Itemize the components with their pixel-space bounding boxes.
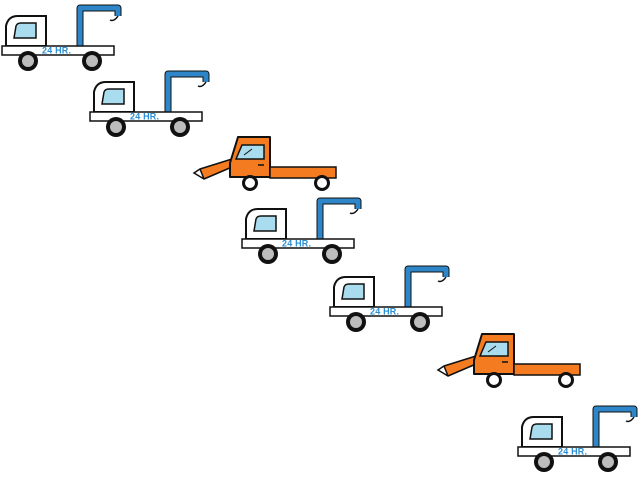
- tow-truck: 24 HR.: [328, 265, 450, 333]
- flatbed-truck-drawing: [192, 136, 337, 191]
- truck-bed-icon: [513, 363, 581, 376]
- wheel-icon: [598, 452, 618, 472]
- ramp-icon: [192, 158, 233, 180]
- crane-boom-icon: [592, 405, 638, 447]
- tow-truck: 24 HR.: [516, 405, 638, 473]
- tow-truck: 24 HR.: [0, 4, 122, 72]
- truck-bed-icon: [517, 446, 631, 457]
- truck-sign-text: 24 HR.: [370, 307, 399, 317]
- wheel-icon: [82, 51, 102, 71]
- flatbed-truck: [436, 330, 584, 392]
- tow-truck-drawing: 24 HR.: [89, 70, 210, 137]
- flatbed-truck-drawing: [436, 333, 581, 388]
- wheel-icon: [314, 175, 330, 191]
- truck-bed-icon: [1, 45, 115, 56]
- wheel-icon: [18, 51, 38, 71]
- cab-icon: [521, 416, 563, 448]
- truck-sign-text: 24 HR.: [130, 112, 159, 122]
- tow-truck: 24 HR.: [88, 70, 210, 138]
- cab-icon: [93, 81, 135, 113]
- wheel-icon: [558, 372, 574, 388]
- crane-boom-icon: [404, 265, 450, 307]
- cab-icon: [473, 333, 515, 375]
- wheel-icon: [170, 117, 190, 137]
- tow-truck: 24 HR.: [240, 197, 362, 265]
- wheel-icon: [410, 312, 430, 332]
- wheel-icon: [486, 372, 502, 388]
- truck-bed-icon: [89, 111, 203, 122]
- wheel-icon: [242, 175, 258, 191]
- cab-icon: [245, 208, 287, 240]
- tow-truck-drawing: 24 HR.: [329, 265, 450, 332]
- crane-boom-icon: [316, 197, 362, 239]
- wheel-icon: [106, 117, 126, 137]
- truck-sign-text: 24 HR.: [558, 447, 587, 457]
- tow-truck-drawing: 24 HR.: [1, 4, 122, 71]
- tow-truck-drawing: 24 HR.: [241, 197, 362, 264]
- crane-boom-icon: [76, 4, 122, 46]
- cab-icon: [229, 136, 271, 178]
- truck-sign-text: 24 HR.: [42, 46, 71, 56]
- wheel-icon: [322, 244, 342, 264]
- ramp-icon: [436, 355, 477, 377]
- tow-truck-drawing: 24 HR.: [517, 405, 638, 472]
- truck-bed-icon: [269, 166, 337, 179]
- truck-bed-icon: [329, 306, 443, 317]
- cab-icon: [333, 276, 375, 308]
- wheel-icon: [346, 312, 366, 332]
- truck-bed-icon: [241, 238, 355, 249]
- cab-icon: [5, 15, 47, 47]
- crane-boom-icon: [164, 70, 210, 112]
- wheel-icon: [258, 244, 278, 264]
- flatbed-truck: [192, 133, 340, 195]
- wheel-icon: [534, 452, 554, 472]
- truck-sign-text: 24 HR.: [282, 239, 311, 249]
